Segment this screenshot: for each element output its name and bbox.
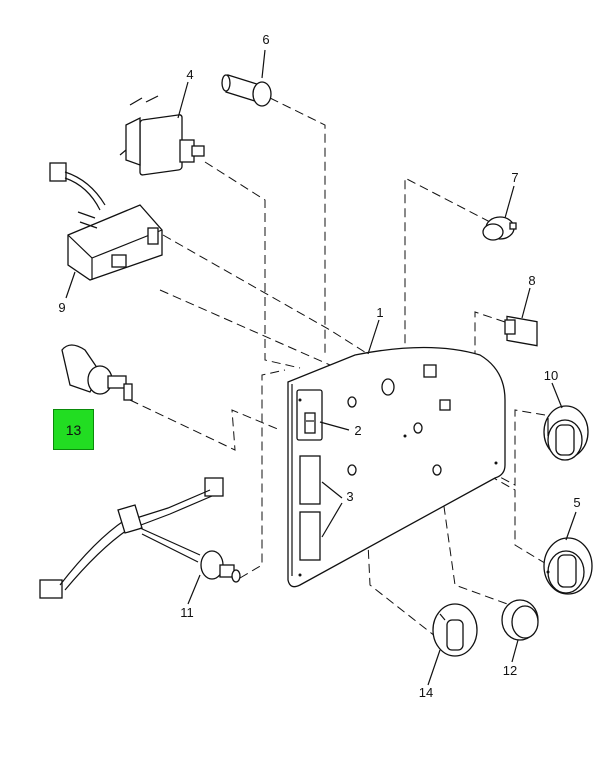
callout-7: 7 — [511, 170, 518, 185]
small-switch-part-8 — [504, 315, 538, 347]
callout-11: 11 — [180, 605, 194, 620]
push-button-part-12 — [501, 599, 539, 641]
knob-part-10 — [543, 405, 589, 461]
callout-12: 12 — [503, 663, 517, 678]
callout-8: 8 — [528, 273, 535, 288]
instrument-panel — [287, 346, 506, 588]
switch-assembly-part-9 — [49, 162, 163, 281]
rotary-switch-part-4 — [119, 95, 205, 176]
leader-lines — [65, 49, 577, 686]
callout-2: 2 — [354, 423, 361, 438]
callout-3: 3 — [346, 489, 353, 504]
callout-4: 4 — [186, 67, 193, 82]
callout-10: 10 — [544, 368, 558, 383]
callout-14: 14 — [419, 685, 433, 700]
selector-knob-part-14 — [432, 603, 478, 657]
callout-5: 5 — [573, 495, 580, 510]
round-lamp-part-7 — [482, 216, 517, 241]
callout-6: 6 — [262, 32, 269, 47]
wiring-harness-part-11 — [39, 477, 241, 599]
callout-13-highlight[interactable]: 13 — [53, 409, 94, 450]
rotary-control-part-13 — [61, 344, 133, 401]
callout-labels: 6 4 7 8 1 9 10 2 3 5 11 12 14 — [58, 32, 580, 700]
indicator-light-part-6 — [221, 74, 272, 107]
callout-1: 1 — [376, 305, 383, 320]
knob-part-5 — [543, 537, 593, 595]
callout-9: 9 — [58, 300, 65, 315]
